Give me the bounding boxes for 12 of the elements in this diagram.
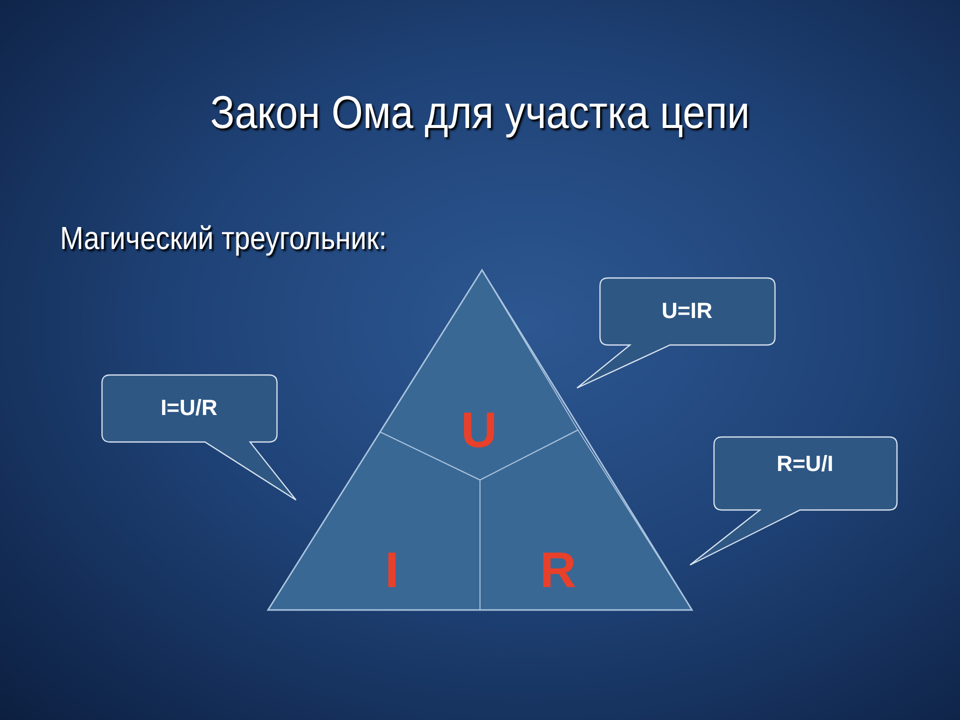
subheading: Магический треугольник: — [60, 220, 387, 257]
formula-text: U=IR — [662, 300, 712, 322]
formula-text: I=U/R — [160, 397, 218, 419]
speech-bubble — [577, 278, 775, 388]
letter-label: U — [460, 405, 498, 455]
letter-label: R — [540, 545, 576, 595]
letter-label: I — [385, 545, 399, 595]
speech-bubble — [102, 375, 296, 500]
formula-text: R=U/I — [776, 453, 834, 475]
slide-title: Закон Ома для участка цепи — [209, 85, 751, 139]
triangle-section — [380, 270, 578, 480]
speech-bubble — [690, 437, 897, 565]
